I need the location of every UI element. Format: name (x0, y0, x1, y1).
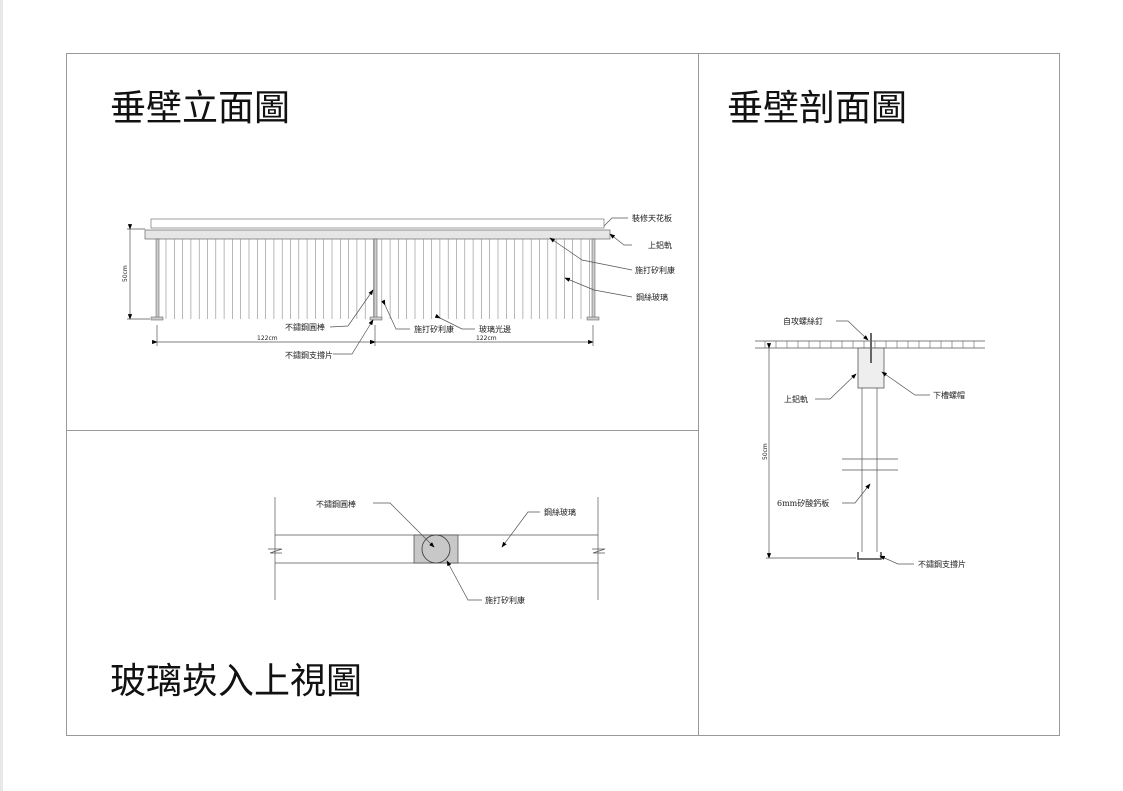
label-nut: 下槽螺帽 (933, 390, 965, 400)
support-plate (369, 316, 383, 321)
left-span-dimension: 122cm (257, 335, 278, 342)
label-silicone-2: 施打矽利康 (414, 324, 454, 334)
label-top-wire-glass: 鋼絲玻璃 (544, 507, 576, 517)
support-section (857, 552, 882, 560)
support-plate (150, 316, 164, 321)
label-silicone: 施打矽利康 (635, 265, 675, 275)
top-view-title: 玻璃崁入上視圖 (110, 661, 362, 702)
label-steel-rod: 不鏽鋼圓棒 (285, 322, 325, 332)
top-view: 玻璃崁入上視圖 不鏽鋼圓棒 鋼絲玻璃 施打矽利康 (110, 497, 606, 702)
glass-lines (165, 239, 590, 319)
support-plate (586, 316, 600, 321)
height-dimension: 50cm (122, 265, 129, 282)
steel-rod-right (591, 238, 596, 320)
section-view: 垂壁剖面圖 50cm 自攻螺絲釘 上鋁軌 下槽螺帽 6mm矽酸鈣板 不鏽鋼支撐片 (727, 88, 985, 569)
section-title: 垂壁剖面圖 (727, 88, 907, 129)
label-screw: 自攻螺絲釘 (783, 316, 823, 326)
page-edge (0, 0, 3, 791)
label-glass-edge: 玻璃光邊 (479, 324, 511, 334)
screw (870, 333, 872, 363)
sheet-frame (66, 53, 1060, 736)
section-height-dimension: 50cm (762, 443, 769, 460)
ceiling-panel (150, 218, 605, 229)
label-section-support: 不鏽鋼支撐片 (918, 559, 966, 569)
label-wire-glass: 鋼絲玻璃 (636, 292, 668, 302)
label-board: 6mm矽酸鈣板 (777, 498, 829, 508)
top-rail (144, 229, 611, 240)
label-top-silicone: 施打矽利康 (485, 595, 525, 605)
right-span-dimension: 122cm (476, 335, 497, 342)
label-top-steel-rod: 不鏽鋼圓棒 (316, 499, 356, 509)
label-ceiling: 裝修天花板 (632, 213, 672, 223)
label-support: 不鏽鋼支撐片 (285, 350, 333, 360)
steel-rod-left (155, 238, 160, 320)
label-top-rail: 上鋁軌 (648, 240, 672, 250)
ceiling-section (764, 341, 975, 348)
label-section-top-rail: 上鋁軌 (784, 394, 808, 404)
elevation-title: 垂壁立面圖 (110, 88, 290, 129)
elevation-view: 垂壁立面圖 50cm 122cm 122cm 裝修天花板 上鋁軌 施打矽利康 鋼… (110, 88, 675, 360)
steel-rod-center (373, 238, 378, 320)
